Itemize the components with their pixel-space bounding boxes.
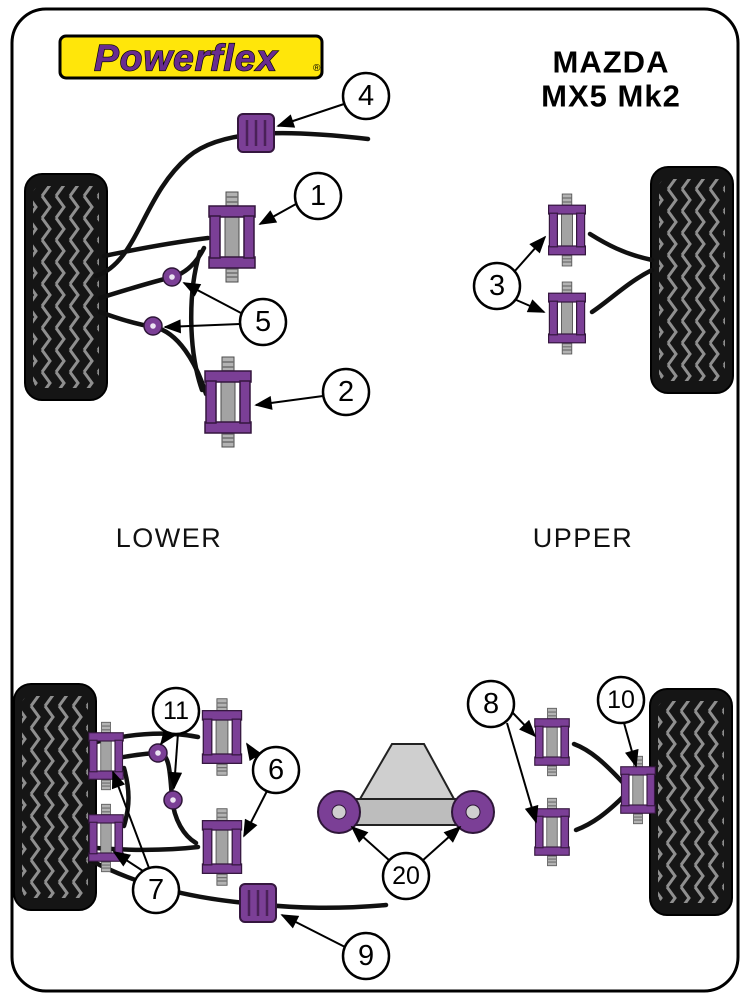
arrow-2 [254, 395, 324, 410]
arrow-10 [623, 722, 639, 768]
front-arm-connector [189, 249, 205, 393]
callout-6-label: 6 [268, 754, 284, 786]
diff-mount-bracket [358, 743, 456, 800]
arrow-5b [163, 319, 241, 334]
callout-10-label: 10 [607, 686, 635, 714]
rear-upper-inner-front-bush [534, 707, 570, 777]
vehicle-make: MAZDA [553, 45, 670, 80]
arrow-3a [513, 235, 547, 273]
arrow-7b [112, 851, 144, 872]
logo-wordmark: Powerflex [94, 38, 278, 79]
callout-7: 7 [131, 865, 181, 915]
rear-anti-roll-bar-bush [238, 882, 278, 924]
arrow-8a [511, 711, 537, 738]
callout-3: 3 [472, 261, 522, 311]
callout-10: 10 [596, 675, 646, 725]
callout-6: 6 [251, 745, 301, 795]
callout-2-label: 2 [338, 376, 354, 408]
front-upper-arm-b [589, 267, 655, 315]
arrow-11a [159, 727, 176, 746]
rear-outer-front-bush [88, 721, 124, 791]
diff-mount-rear-bush [451, 790, 495, 834]
arrow-1 [258, 203, 297, 225]
callout-11: 11 [151, 686, 201, 736]
rear-left-tire [13, 683, 97, 911]
rear-link-through-joints [115, 750, 199, 846]
callout-4-label: 4 [358, 80, 374, 112]
arrow-7a [111, 770, 150, 869]
front-anti-roll-bar-bush [236, 112, 276, 154]
powerflex-logo: Powerflex ® [58, 34, 324, 80]
arrow-9 [280, 914, 346, 948]
arrow-3b [513, 298, 546, 313]
rear-right-arm-a [571, 741, 629, 789]
rear-upper-outer-bush [620, 755, 656, 825]
callout-1-label: 1 [310, 180, 326, 212]
front-left-tire [24, 173, 108, 401]
front-right-tire [650, 166, 734, 394]
callout-5-label: 5 [255, 306, 271, 338]
diff-mount [317, 743, 495, 834]
callout-9-label: 9 [358, 940, 374, 972]
callout-11-label: 11 [163, 697, 189, 725]
rear-knuckle-link [121, 765, 131, 829]
rear-upper-inner-rear-bush [534, 797, 570, 867]
rear-inner-front-bush [201, 698, 243, 776]
callout-2: 2 [321, 367, 371, 417]
arrow-20a [350, 825, 391, 862]
upper-section-label: UPPER [533, 523, 634, 553]
front-balljoint-lower [143, 316, 163, 336]
front-balljoint-upper [162, 267, 182, 287]
arrow-6b [243, 790, 268, 838]
rear-balljoint-lower [163, 790, 183, 810]
logo-background [58, 34, 324, 80]
registered-trademark: ® [313, 63, 321, 74]
callout-20: 20 [381, 851, 431, 901]
arrow-20b [421, 825, 462, 862]
callout-5: 5 [238, 297, 288, 347]
callout-3-label: 3 [489, 270, 505, 302]
rear-balljoint-upper [148, 743, 168, 763]
diff-mount-front-bush [317, 790, 361, 834]
lower-section-label: LOWER [116, 523, 223, 553]
callout-8: 8 [466, 679, 516, 729]
callout-8-label: 8 [483, 688, 499, 720]
front-lower-arm-front-bush [208, 191, 256, 283]
front-lower-arm-rear-bush [204, 356, 252, 448]
arrow-8b [506, 722, 539, 824]
front-upper-arm-front-bush [547, 193, 587, 267]
arrow-11b [168, 732, 183, 790]
arrow-5a [182, 282, 242, 314]
arrow-6a [246, 742, 262, 762]
callout-7-label: 7 [148, 874, 164, 906]
front-upper-arm-a [587, 231, 655, 263]
callout-1: 1 [293, 171, 343, 221]
callout-20-label: 20 [392, 862, 420, 890]
callout-9: 9 [341, 931, 391, 981]
front-upper-link [101, 235, 211, 259]
rear-outer-rear-bush [88, 803, 124, 873]
vehicle-model: MX5 Mk2 [541, 79, 681, 114]
rear-inner-rear-bush [201, 808, 243, 886]
front-upper-arm-rear-bush [547, 281, 587, 355]
rear-right-tire [649, 688, 733, 916]
callout-4: 4 [341, 71, 391, 121]
arrow-4 [276, 103, 345, 128]
